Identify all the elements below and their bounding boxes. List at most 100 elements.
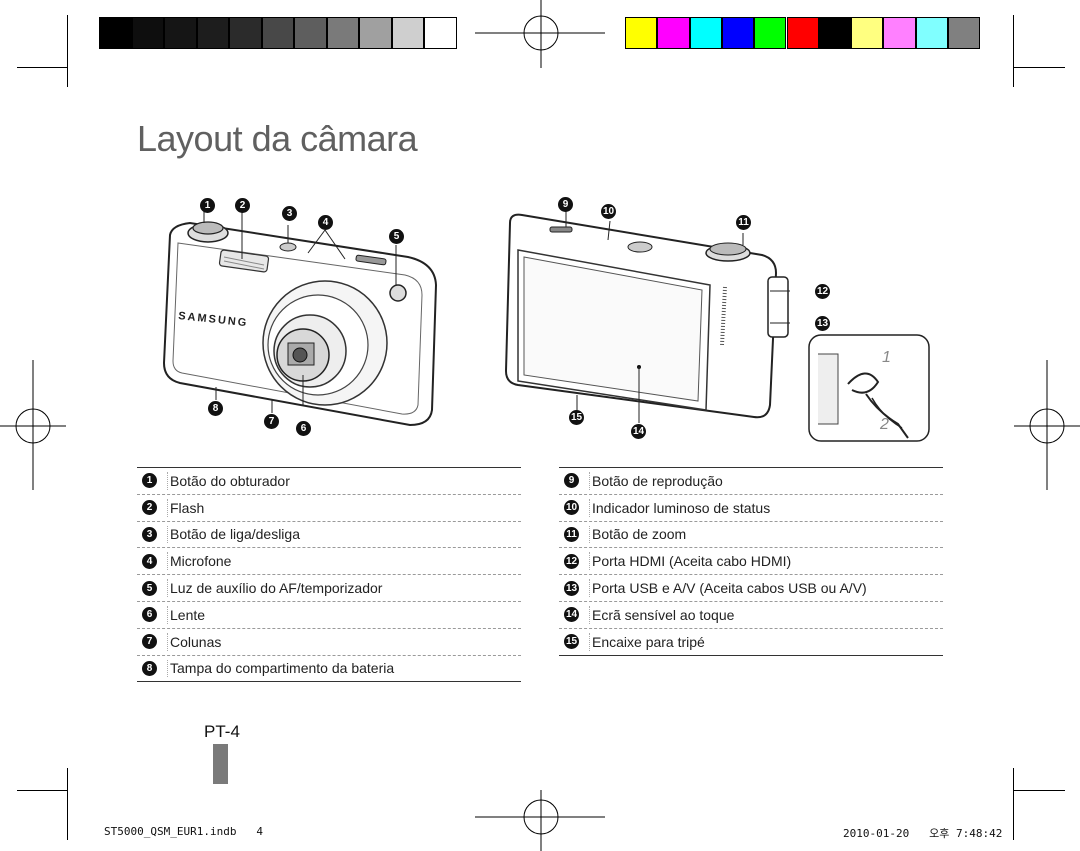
- legend-row: 6 Lente: [137, 602, 521, 629]
- swatch: [196, 17, 229, 49]
- legend-separator: [167, 605, 168, 624]
- callout-6: 6: [296, 421, 311, 436]
- legend-label: Botão de liga/desliga: [170, 526, 300, 543]
- legend-label: Lente: [170, 606, 206, 623]
- legend-separator: [167, 632, 168, 651]
- legend-separator: [167, 579, 168, 597]
- registration-target-right: [1014, 360, 1080, 490]
- swatch: [294, 17, 327, 49]
- strap-inset-illustration: [808, 334, 930, 442]
- swatch: [131, 17, 164, 49]
- section-tab-marker: [213, 744, 228, 784]
- camera-front-illustration: SAMSUNG: [162, 211, 438, 427]
- callout-12: 12: [815, 284, 830, 299]
- legend-row: 2 Flash: [137, 495, 521, 522]
- legend-number: 13: [564, 580, 579, 596]
- swatch: [657, 17, 690, 49]
- legend-separator: [589, 632, 590, 651]
- legend-row: 13 Porta USB e A/V (Aceita cabos USB ou A…: [559, 575, 943, 602]
- legend-table-left: 1 Botão do obturador 2 Flash 3 Botão de liga/…: [137, 467, 521, 683]
- legend-row: 7 Colunas: [137, 629, 521, 656]
- page-title: Layout da câmara: [137, 118, 418, 159]
- registration-target-bottom: [475, 790, 605, 851]
- legend-separator: [589, 472, 590, 490]
- legend-label: Botão do obturador: [170, 472, 290, 489]
- legend-number: 1: [142, 473, 157, 489]
- legend-row: 11 Botão de zoom: [559, 522, 943, 549]
- callout-5: 5: [389, 229, 404, 244]
- legend-label: Indicador luminoso de status: [592, 499, 771, 516]
- legend-number: 15: [564, 634, 579, 650]
- footer-file-info: ST5000_QSM_EUR1.indb 4: [104, 825, 263, 838]
- legend-label: Ecrã sensível ao toque: [592, 606, 735, 623]
- strap-step-2: 2: [880, 416, 889, 433]
- legend-number: 2: [142, 500, 157, 516]
- legend-separator: [589, 552, 590, 571]
- swatch: [99, 17, 132, 49]
- legend-label: Flash: [170, 499, 205, 516]
- legend-row: 5 Luz de auxílio do AF/temporizador: [137, 575, 521, 602]
- camera-back-illustration: [504, 211, 790, 423]
- swatch: [326, 17, 359, 49]
- callout-13: 13: [815, 316, 830, 331]
- legend-number: 14: [564, 607, 579, 623]
- legend-number: 7: [142, 634, 157, 650]
- swatch: [689, 17, 722, 49]
- swatch: [851, 17, 884, 49]
- strap-step-1: 1: [882, 349, 891, 366]
- swatch: [261, 17, 294, 49]
- swatch: [818, 17, 852, 49]
- registration-target-top: [475, 0, 605, 68]
- swatch: [883, 17, 916, 49]
- legend-separator: [167, 498, 168, 517]
- legend-number: 8: [142, 660, 157, 676]
- swatch: [915, 17, 948, 49]
- legend-separator: [167, 659, 168, 678]
- page-number: PT-4: [204, 722, 240, 741]
- legend-row: 3 Botão de liga/desliga: [137, 522, 521, 549]
- legend-label: Colunas: [170, 633, 222, 650]
- swatch: [164, 17, 197, 49]
- legend-label: Botão de zoom: [592, 526, 687, 543]
- legend-label: Porta USB e A/V (Aceita cabos USB ou A/V…: [592, 580, 867, 597]
- legend-separator: [589, 605, 590, 624]
- legend-number: 12: [564, 553, 579, 569]
- legend-number: 4: [142, 553, 157, 569]
- legend-separator: [167, 552, 168, 571]
- legend-number: 6: [142, 607, 157, 623]
- callout-8: 8: [208, 401, 223, 416]
- legend-row: 1 Botão do obturador: [137, 468, 521, 495]
- callout-10: 10: [601, 204, 616, 219]
- swatch: [721, 17, 755, 49]
- legend-row: 9 Botão de reprodução: [559, 468, 943, 495]
- legend-separator: [589, 579, 590, 597]
- callout-1: 1: [200, 198, 215, 213]
- swatch: [359, 17, 392, 49]
- footer-timestamp: 2010-01-20 오후 7:48:42: [843, 827, 1003, 840]
- swatch: [424, 17, 457, 49]
- legend-number: 10: [564, 500, 579, 516]
- swatch: [625, 17, 658, 49]
- callout-7: 7: [264, 414, 279, 429]
- legend-separator: [167, 472, 168, 490]
- swatch: [229, 17, 262, 49]
- swatch: [786, 17, 819, 49]
- callout-14: 14: [631, 424, 646, 439]
- legend-label: Botão de reprodução: [592, 472, 723, 489]
- legend-separator: [589, 498, 590, 517]
- legend-separator: [167, 525, 168, 544]
- legend-row: 10 Indicador luminoso de status: [559, 495, 943, 522]
- callout-9: 9: [558, 197, 573, 212]
- callout-11: 11: [736, 215, 751, 230]
- callout-15: 15: [569, 410, 584, 425]
- legend-number: 9: [564, 473, 579, 489]
- legend-label: Luz de auxílio do AF/temporizador: [170, 580, 383, 597]
- swatch: [948, 17, 981, 49]
- legend-number: 5: [142, 580, 157, 596]
- legend-number: 3: [142, 526, 157, 542]
- legend-number: 11: [564, 526, 579, 542]
